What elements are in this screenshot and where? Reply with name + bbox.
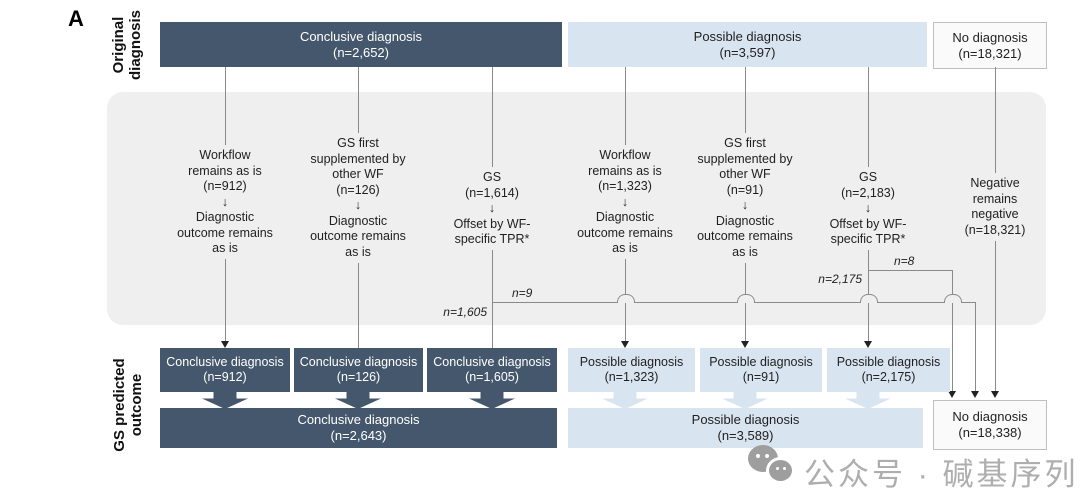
down-arrow-icon: ↓ [864, 201, 872, 215]
predicted-box-conclusive-1605: Conclusive diagnosis(n=1,605) [427, 348, 557, 392]
block-arrow-icon [722, 392, 768, 409]
flow-line-n9 [492, 302, 975, 303]
arrowhead-col7 [991, 391, 999, 398]
rationale-col-6: GS(n=2,183) ↓Offset by WF- specific TPR* [806, 170, 930, 248]
down-arrow-icon: ↓ [221, 194, 229, 209]
down-arrow-icon: ↓ [488, 201, 496, 215]
connector-col1-bottom [225, 259, 226, 342]
block-arrow-icon [469, 392, 515, 409]
connector-col3-bottom [492, 250, 493, 348]
figure-label: A [68, 6, 84, 31]
connector-col3-top [492, 67, 493, 167]
total-box-no-diagnosis: No diagnosis(n=18,338) [933, 400, 1047, 450]
flow-line-n8-vertical [952, 270, 953, 392]
wechat-icon [748, 442, 798, 494]
watermark-text: 公众号 · 碱基序列 [804, 457, 1079, 492]
block-arrow-icon [602, 392, 648, 409]
predicted-box-possible-91: Possible diagnosis(n=91) [700, 348, 822, 392]
arrowhead-n8 [948, 391, 956, 398]
connector-col7-bottom [995, 241, 996, 392]
line-hop-icon [737, 294, 755, 303]
connector-col2-top [358, 67, 359, 133]
top-box-conclusive-count: (n=2,652) [332, 44, 389, 60]
arrowhead-col6 [864, 341, 872, 348]
down-arrow-icon: ↓ [354, 198, 362, 212]
arrowhead-col5 [741, 341, 749, 348]
predicted-box-conclusive-126: Conclusive diagnosis(n=126) [294, 348, 423, 392]
connector-col7-top [995, 67, 996, 173]
line-hop-icon [944, 294, 962, 303]
arrowhead-n9 [971, 391, 979, 398]
rationale-panel [107, 92, 1046, 325]
top-box-conclusive: Conclusive diagnosis (n=2,652) [160, 22, 562, 67]
top-box-conclusive-title: Conclusive diagnosis [299, 28, 423, 44]
down-arrow-icon: ↓ [741, 198, 749, 212]
connector-col2-bottom [358, 263, 359, 348]
flow-label-n8: n=8 [894, 254, 915, 268]
flow-line-n9-vertical [975, 302, 976, 392]
flow-label-n2175: n=2,175 [818, 272, 862, 286]
predicted-box-possible-2175: Possible diagnosis(n=2,175) [827, 348, 950, 392]
total-box-conclusive: Conclusive diagnosis(n=2,643) [160, 408, 557, 448]
line-hop-icon [617, 294, 635, 303]
flow-line-n8 [868, 270, 952, 271]
connector-col4-top [625, 67, 626, 145]
predicted-box-possible-1323: Possible diagnosis(n=1,323) [568, 348, 695, 392]
top-box-no-diagnosis-title: No diagnosis [952, 29, 1028, 45]
arrowhead-col1 [221, 341, 229, 348]
block-arrow-icon [202, 392, 248, 409]
connector-col6-top [868, 67, 869, 167]
rationale-col-3: GS(n=1,614) ↓Offset by WF- specific TPR* [430, 170, 554, 248]
top-box-possible: Possible diagnosis (n=3,597) [568, 22, 927, 67]
block-arrow-icon [845, 392, 891, 409]
flow-label-n1605: n=1,605 [443, 305, 487, 319]
connector-col1-top [225, 67, 226, 145]
top-box-possible-count: (n=3,597) [719, 44, 776, 60]
down-arrow-icon: ↓ [621, 194, 629, 209]
top-box-possible-title: Possible diagnosis [693, 28, 802, 44]
connector-col5-top [745, 67, 746, 133]
top-box-no-diagnosis: No diagnosis (n=18,321) [933, 22, 1047, 69]
predicted-box-conclusive-912: Conclusive diagnosis(n=912) [160, 348, 290, 392]
flow-label-n9: n=9 [512, 286, 533, 300]
line-hop-icon [860, 294, 878, 303]
total-box-possible: Possible diagnosis(n=3,589) [568, 408, 923, 448]
top-box-no-diagnosis-count: (n=18,321) [958, 45, 1022, 61]
block-arrow-icon [335, 392, 381, 409]
arrowhead-col4 [621, 341, 629, 348]
